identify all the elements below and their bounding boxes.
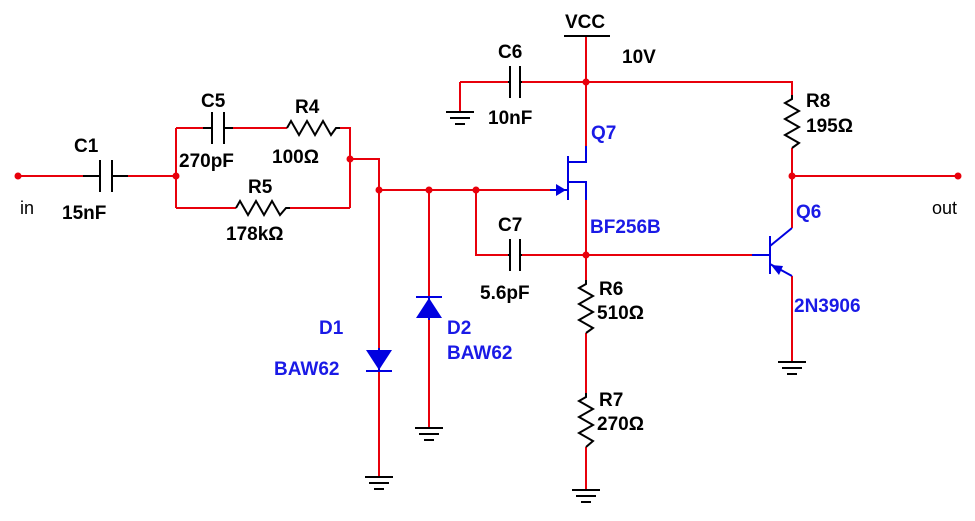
r8-value-label: 195Ω bbox=[806, 116, 853, 137]
r4-value-label: 100Ω bbox=[272, 147, 319, 168]
c7-ref-label: C7 bbox=[498, 215, 522, 236]
wire-c6-right bbox=[522, 81, 793, 95]
r5-value-label: 178kΩ bbox=[226, 224, 284, 245]
resistor-r5[interactable] bbox=[235, 198, 290, 218]
d2-part-label: BAW62 bbox=[447, 343, 512, 364]
junction-c7 bbox=[472, 186, 480, 194]
jfet-q7-arrow bbox=[556, 184, 566, 196]
wire-network-out bbox=[350, 158, 380, 190]
resistor-r4[interactable] bbox=[286, 118, 340, 138]
transistor-q6[interactable] bbox=[752, 227, 793, 277]
resistor-r6[interactable] bbox=[576, 280, 596, 334]
c6-ref-label: C6 bbox=[498, 42, 522, 63]
vcc-voltage-label: 10V bbox=[622, 47, 656, 68]
terminal-in bbox=[14, 172, 22, 180]
resistor-r7[interactable] bbox=[576, 393, 596, 448]
wire-r4-right bbox=[340, 127, 351, 208]
r6-ref-label: R6 bbox=[599, 279, 623, 300]
r6-value-label: 510Ω bbox=[597, 303, 644, 324]
ground-d2 bbox=[415, 427, 443, 441]
input-port-label: in bbox=[20, 198, 34, 218]
capacitor-c1[interactable] bbox=[83, 160, 128, 192]
d1-ref-label: D1 bbox=[319, 318, 344, 339]
d2-ref-label: D2 bbox=[447, 318, 471, 339]
q6-part-label: 2N3906 bbox=[794, 296, 861, 317]
terminal-out bbox=[954, 172, 962, 180]
junction-out bbox=[788, 172, 796, 180]
diode-d1-triangle bbox=[366, 350, 392, 370]
c5-ref-label: C5 bbox=[201, 91, 226, 112]
capacitor-c7[interactable] bbox=[508, 239, 522, 271]
c6-value-label: 10nF bbox=[488, 108, 532, 129]
c1-value-label: 15nF bbox=[62, 203, 106, 224]
r4-ref-label: R4 bbox=[295, 97, 320, 118]
diode-d2-triangle bbox=[416, 298, 442, 318]
ground-c6 bbox=[446, 111, 474, 125]
jfet-q7[interactable] bbox=[550, 146, 587, 200]
junction-source bbox=[582, 251, 590, 259]
capacitor-c5[interactable] bbox=[203, 112, 233, 144]
q6-ref-label: Q6 bbox=[796, 202, 821, 223]
ground-q6 bbox=[778, 361, 806, 375]
junctions bbox=[14, 78, 962, 259]
wire-c6-left bbox=[459, 81, 508, 112]
r7-value-label: 270Ω bbox=[597, 414, 644, 435]
junction-d1 bbox=[375, 186, 383, 194]
diode-d1[interactable] bbox=[366, 348, 392, 372]
q7-ref-label: Q7 bbox=[591, 123, 616, 144]
capacitor-c6[interactable] bbox=[508, 66, 522, 98]
ground-d1 bbox=[365, 476, 393, 490]
transistor-q6-arrow bbox=[771, 265, 783, 275]
d1-part-label: BAW62 bbox=[274, 359, 339, 380]
q7-part-label: BF256B bbox=[590, 217, 661, 238]
ground-r7 bbox=[572, 489, 600, 503]
wire-r8-out bbox=[791, 148, 958, 177]
junction-vcc bbox=[582, 78, 590, 86]
c7-value-label: 5.6pF bbox=[480, 283, 530, 304]
resistor-r8[interactable] bbox=[782, 95, 802, 149]
wire-c7-left bbox=[475, 190, 508, 256]
c1-ref-label: C1 bbox=[74, 136, 99, 157]
r7-ref-label: R7 bbox=[599, 390, 623, 411]
c5-value-label: 270pF bbox=[179, 151, 234, 172]
r5-ref-label: R5 bbox=[248, 177, 273, 198]
r8-ref-label: R8 bbox=[806, 91, 830, 112]
output-port-label: out bbox=[932, 198, 957, 218]
junction-d2 bbox=[425, 186, 433, 194]
vcc-label: VCC bbox=[565, 12, 605, 33]
diode-d2[interactable] bbox=[416, 296, 442, 320]
junction-network-in bbox=[172, 172, 180, 180]
junction-network-out bbox=[346, 155, 354, 163]
